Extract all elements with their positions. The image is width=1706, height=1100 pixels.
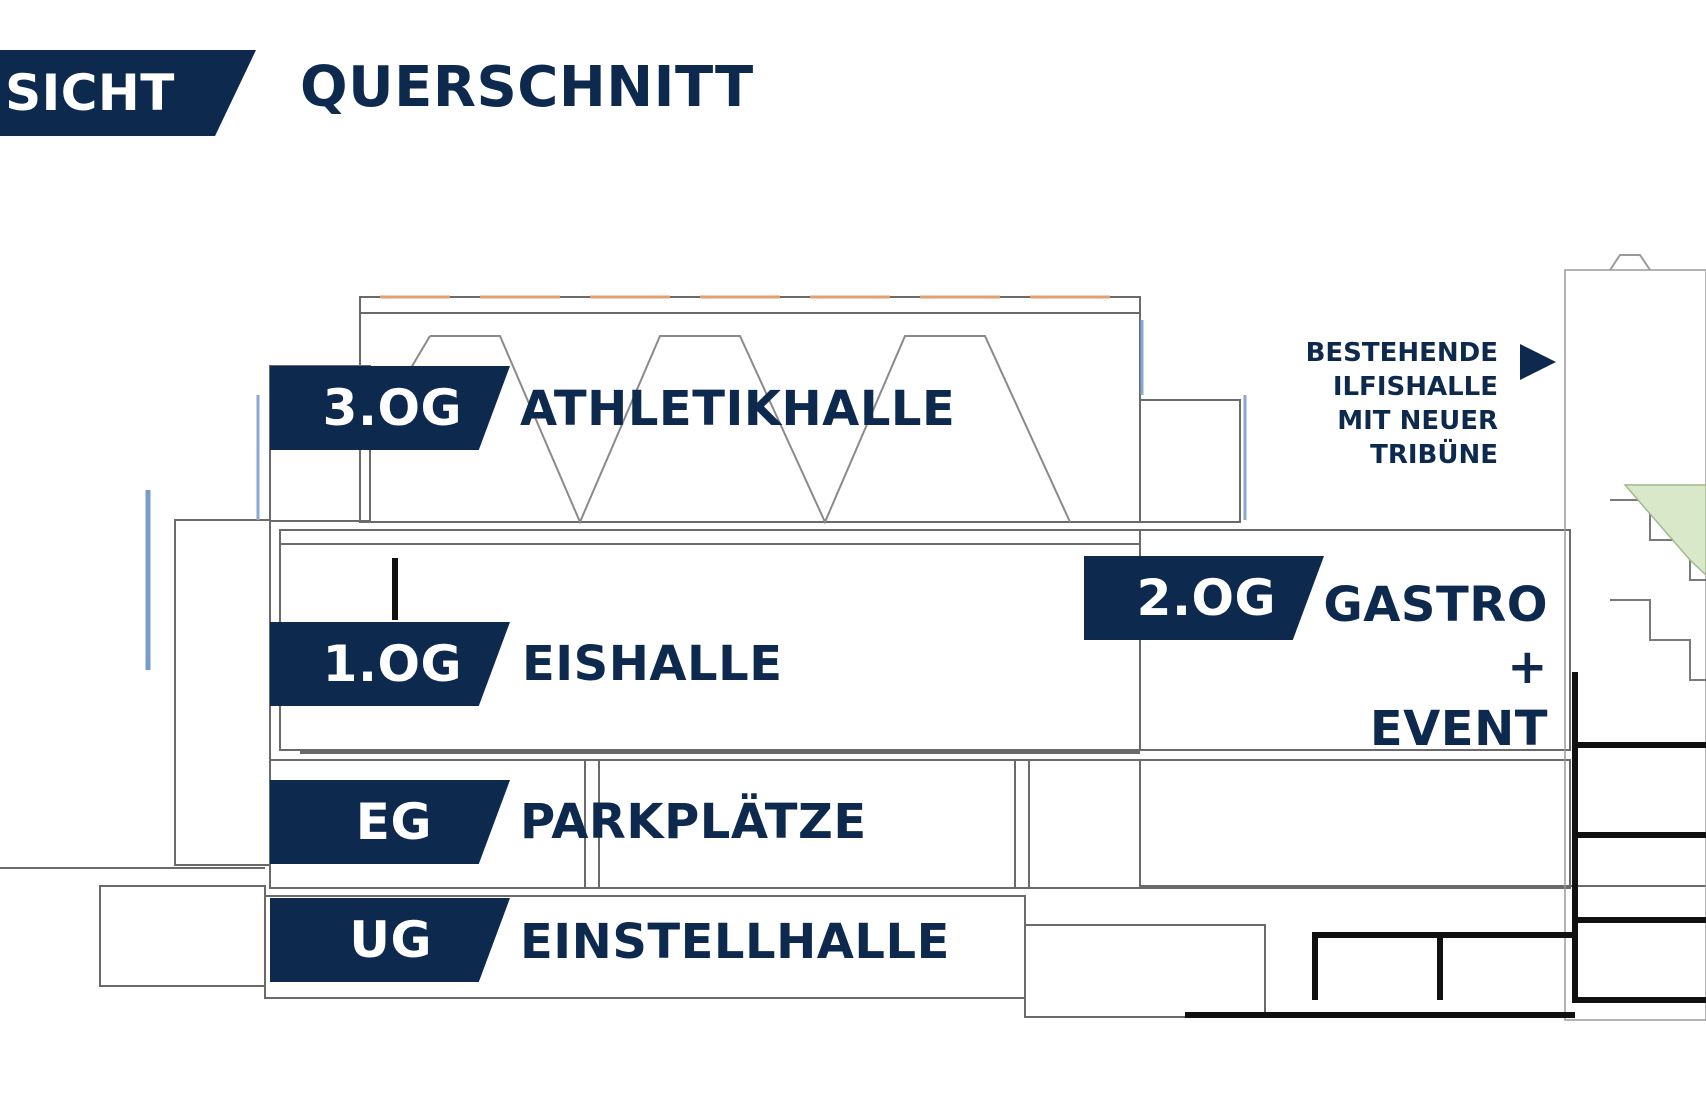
- gastro-frame: [1139, 529, 1571, 751]
- level-name-eishalle: EISHALLE: [522, 636, 783, 692]
- level-name-einstellhalle: EINSTELLHALLE: [520, 914, 950, 970]
- level-name-athletikhalle: ATHLETIKHALLE: [520, 381, 956, 437]
- page-title: QUERSCHNITT: [300, 55, 754, 120]
- level-code: EG: [355, 793, 432, 851]
- level-name-parkplaetze: PARKPLÄTZE: [520, 794, 867, 850]
- triangle-right-icon: [1520, 344, 1556, 380]
- level-tag-ug: UG: [270, 898, 510, 982]
- view-tab[interactable]: ISICHT: [0, 50, 256, 136]
- note-line1: BESTEHENDE: [1305, 338, 1498, 368]
- view-tab-label: ISICHT: [0, 64, 175, 122]
- note-line2: ILFISHALLE: [1332, 372, 1498, 402]
- level-name-line1: GASTRO: [1323, 577, 1548, 633]
- level-code: 1.OG: [322, 635, 462, 693]
- note-line4: TRIBÜNE: [1370, 440, 1498, 470]
- level-code: 3.OG: [322, 379, 462, 437]
- level-name-line2: + EVENT: [1369, 639, 1548, 757]
- level-tag-3og: 3.OG: [270, 366, 510, 450]
- level-code: 2.OG: [1136, 569, 1276, 627]
- level-tag-1og: 1.OG: [270, 622, 510, 706]
- level-tag-eg: EG: [270, 780, 510, 864]
- existing-hall-note: BESTEHENDE ILFISHALLE MIT NEUER TRIBÜNE: [1260, 336, 1498, 472]
- level-name-gastro: GASTRO + EVENT: [1312, 574, 1548, 760]
- level-tag-2og: 2.OG: [1084, 556, 1324, 640]
- level-code: UG: [349, 911, 432, 969]
- truss: [430, 335, 1071, 525]
- note-line3: MIT NEUER: [1337, 406, 1498, 436]
